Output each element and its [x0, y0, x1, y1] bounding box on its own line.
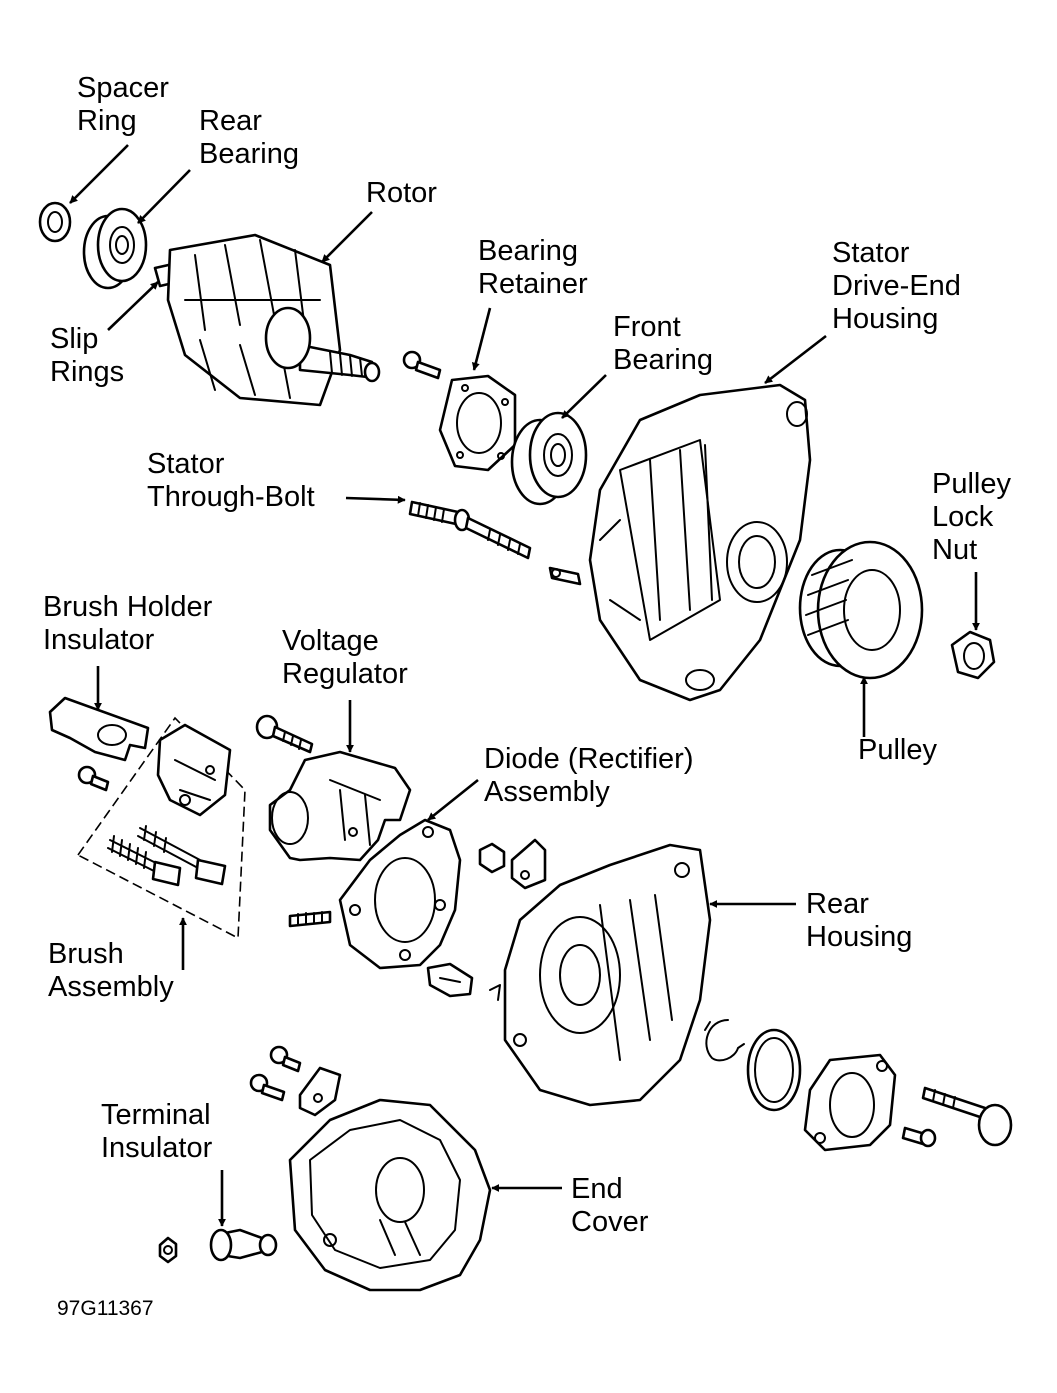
label-end-cover: End Cover — [571, 1173, 649, 1238]
pulley-lock-nut-part — [950, 630, 996, 680]
label-stator-drive-end-housing: Stator Drive-End Housing — [832, 237, 961, 335]
snap-ring-part — [704, 1019, 745, 1062]
label-pulley: Pulley — [858, 734, 937, 766]
label-brush-assembly: Brush Assembly — [48, 938, 174, 1003]
leader-lines — [69, 144, 980, 1227]
brush-assembly-part — [76, 716, 246, 940]
rear-end-bolt-part — [921, 1086, 1013, 1147]
end-cover-hardware-part — [249, 1045, 342, 1117]
terminal-clip-part — [426, 962, 474, 998]
label-bearing-retainer: Bearing Retainer — [478, 235, 588, 300]
label-terminal-insulator: Terminal Insulator — [101, 1099, 213, 1164]
retainer-screw-part — [402, 350, 442, 380]
stator-through-bolt-part — [408, 500, 532, 560]
rear-housing-part — [489, 843, 712, 1107]
terminal-insulator-part — [209, 1228, 278, 1262]
label-rotor: Rotor — [366, 177, 437, 209]
diode-rectifier-assembly-part — [338, 818, 462, 970]
end-cover-part — [288, 1098, 492, 1292]
rear-bearing-part — [82, 207, 148, 290]
stator-drive-end-housing-part — [588, 383, 812, 702]
flange-screw-part — [901, 1126, 937, 1148]
label-diode-rectifier-assembly: Diode (Rectifier) Assembly — [484, 743, 694, 808]
figure-code: 97G11367 — [57, 1297, 154, 1320]
front-bearing-part — [510, 411, 588, 506]
label-brush-holder-insulator: Brush Holder Insulator — [43, 591, 213, 656]
label-spacer-ring: Spacer Ring — [77, 72, 169, 137]
spacer-ring-part — [38, 201, 72, 243]
rotor-part — [153, 233, 381, 407]
label-slip-rings: Slip Rings — [50, 323, 125, 388]
bearing-retainer-part — [438, 374, 517, 472]
label-rear-housing: Rear Housing — [806, 888, 913, 953]
label-front-bearing: Front Bearing — [613, 311, 713, 376]
regulator-screw-part — [255, 714, 314, 754]
diode-nut-part — [478, 842, 506, 874]
label-stator-through-bolt: Stator Through-Bolt — [147, 448, 315, 513]
label-voltage-regulator: Voltage Regulator — [282, 625, 408, 690]
o-ring-part — [746, 1028, 802, 1112]
terminal-lug-part — [548, 566, 582, 586]
brush-holder-screw-part — [77, 765, 110, 792]
terminal-nut-part — [158, 1236, 178, 1264]
label-pulley-lock-nut: Pulley Lock Nut — [932, 468, 1011, 566]
brush-holder-insulator-part — [48, 696, 150, 762]
pulley-part — [798, 540, 924, 680]
label-rear-bearing: Rear Bearing — [199, 105, 299, 170]
voltage-regulator-part — [268, 750, 412, 862]
bearing-flange-part — [803, 1053, 897, 1152]
bracket-part — [510, 838, 547, 890]
diode-screw-part — [288, 910, 332, 928]
